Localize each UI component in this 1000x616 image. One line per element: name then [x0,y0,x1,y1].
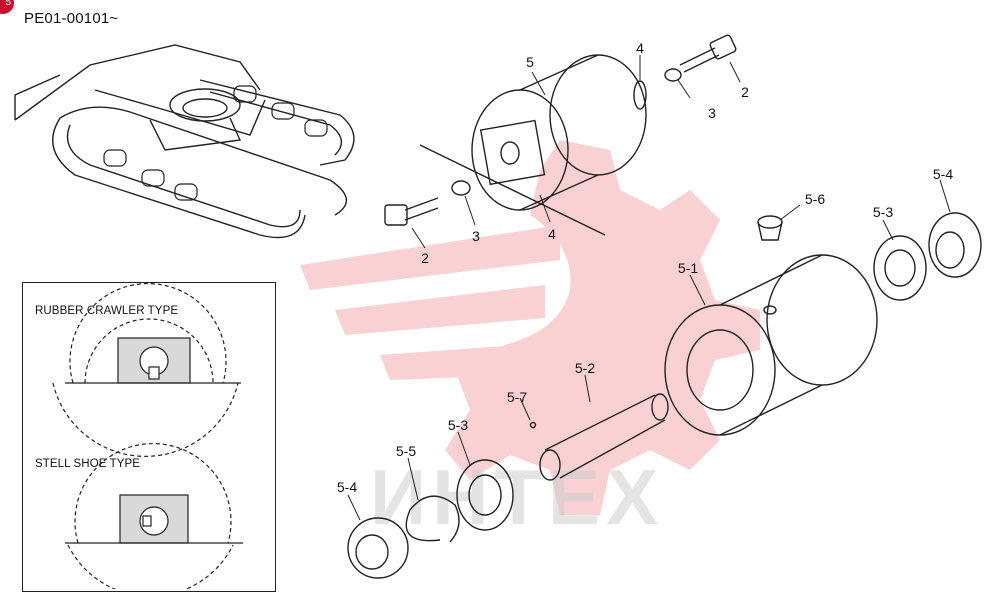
corner-badge: 5 [0,0,14,14]
bearing-left [456,459,514,531]
steel-shoe-label: STELL SHOE TYPE [35,458,141,470]
callout-2-top: 2 [741,84,749,100]
callout-3-mid: 3 [472,228,480,244]
bearing-right [873,235,927,301]
shaft-5-2 [539,393,669,481]
callout-4-top: 4 [636,40,644,56]
callout-5-top: 5 [526,54,534,70]
callout-5-2: 5-2 [574,360,596,376]
leader-lines [347,55,951,521]
seal-left [347,517,409,579]
washer-top [664,68,682,82]
callout-5-4-left: 5-4 [336,479,358,495]
callout-2-mid: 2 [421,250,429,266]
bolt-mid [384,197,439,226]
snap-ring [405,495,460,543]
steel-type-section [65,442,243,589]
roller-assembly-top [419,54,647,236]
watermark-text: ИНТЕХ [370,453,665,541]
callout-5-3-left: 5-3 [447,417,469,433]
callout-4-mid: 4 [548,226,556,242]
washer-mid [451,180,471,196]
callout-5-3-right: 5-3 [872,204,894,220]
plug-5-6 [757,215,783,241]
bolt-top [679,34,737,73]
callout-3-top: 3 [708,105,716,121]
callout-5-1: 5-1 [677,260,699,276]
doc-code: PE01-00101~ [24,10,119,27]
rubber-type-section [52,283,241,457]
callout-5-7: 5-7 [506,389,528,405]
inset-box: RUBBER CRAWLER TYPE STELL SHOE TYPE [22,282,276,592]
rubber-crawler-label: RUBBER CRAWLER TYPE [35,305,179,317]
callout-5-5: 5-5 [395,443,417,459]
roller-5-1 [664,254,878,436]
callout-5-4-right: 5-4 [932,166,954,182]
pin-5-7 [529,421,537,429]
inset-drawing [52,283,243,589]
callout-5-6: 5-6 [804,191,826,207]
seal-right [928,212,982,278]
undercarriage-sketch [14,44,355,239]
